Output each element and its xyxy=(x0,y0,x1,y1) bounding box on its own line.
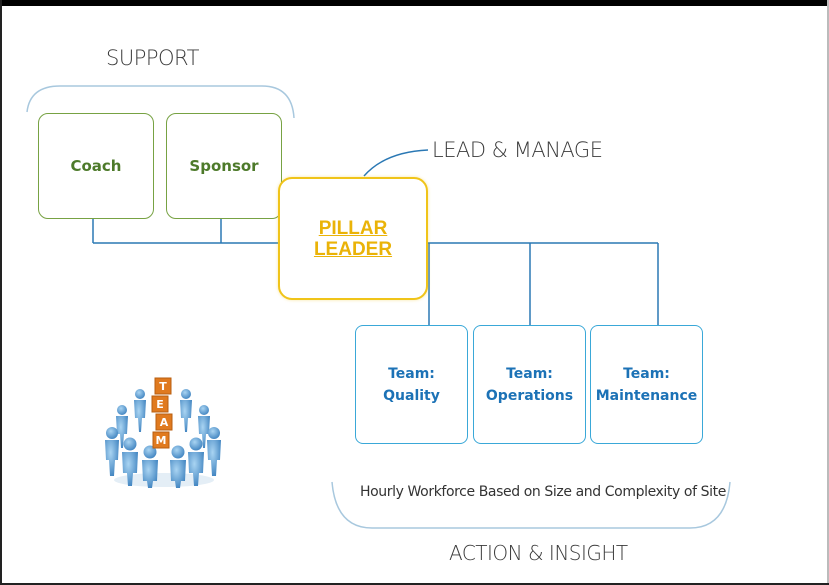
workforce-caption: Hourly Workforce Based on Size and Compl… xyxy=(360,484,726,500)
lead-manage-pointer xyxy=(363,149,429,177)
team-maintenance-label: Team: Maintenance xyxy=(595,365,698,404)
team-quality-label: Team: Quality xyxy=(383,365,440,404)
team-operations-label: Team: Operations xyxy=(485,365,574,404)
team-operations-box: Team: Operations xyxy=(473,325,586,444)
team-cubes: T E A M xyxy=(151,377,173,449)
cube-letter: E xyxy=(156,398,164,411)
action-bracket xyxy=(331,481,731,529)
support-label: SUPPORT xyxy=(106,46,199,70)
coach-label: Coach xyxy=(70,157,122,175)
support-bracket xyxy=(26,85,295,119)
cube-letter: T xyxy=(159,380,167,393)
top-border xyxy=(0,0,829,6)
left-border xyxy=(0,0,2,585)
team-maintenance-box: Team: Maintenance xyxy=(590,325,703,444)
bottom-border xyxy=(0,583,829,585)
team-quality-box: Team: Quality xyxy=(355,325,468,444)
pillar-leader-box: PILLAR LEADER xyxy=(278,177,428,300)
coach-box: Coach xyxy=(38,113,154,219)
lead-manage-label: LEAD & MANAGE xyxy=(432,138,603,162)
sponsor-label: Sponsor xyxy=(189,157,259,175)
pillar-leader-label: PILLAR LEADER xyxy=(313,217,393,260)
cube-letter: A xyxy=(160,416,169,429)
team-people-circle-icon: T E A M xyxy=(105,377,221,488)
sponsor-box: Sponsor xyxy=(166,113,282,219)
action-insight-label: ACTION & INSIGHT xyxy=(449,541,628,565)
right-border xyxy=(827,0,829,585)
cube-letter: M xyxy=(156,434,167,447)
